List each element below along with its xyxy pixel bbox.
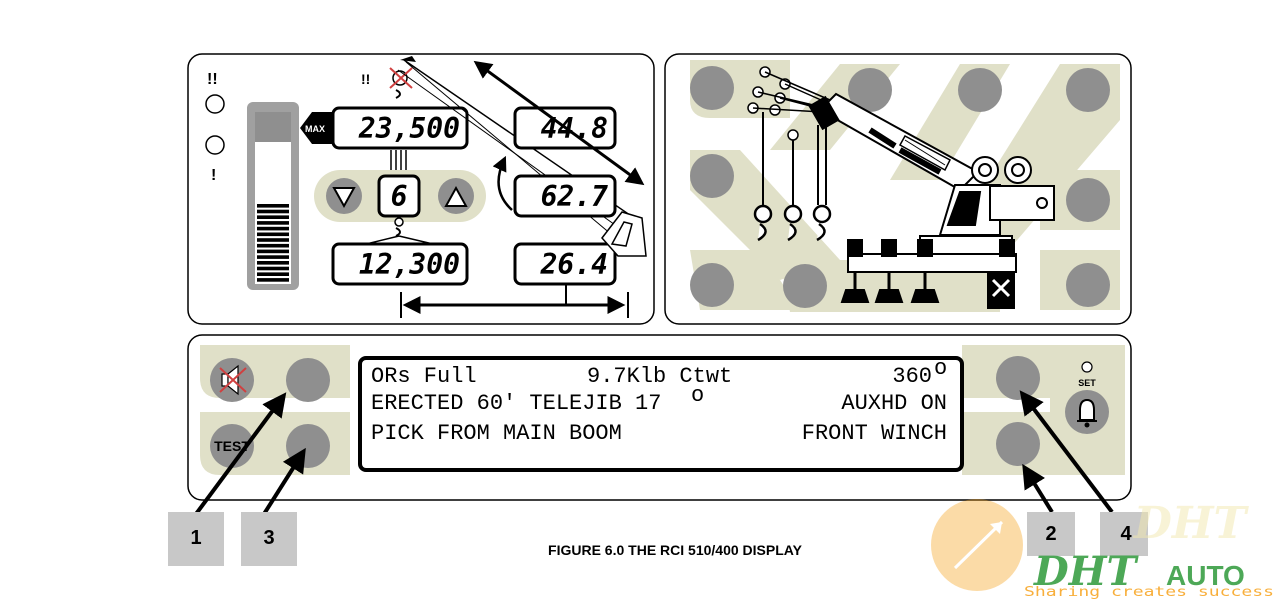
bar-segment bbox=[257, 243, 289, 248]
watermark-brand: DHT bbox=[1132, 498, 1250, 549]
set-label: SET bbox=[1078, 378, 1096, 388]
lcd-line2-right: AUXHD ON bbox=[841, 391, 947, 416]
lcd-line2-left-sup: o bbox=[691, 383, 704, 408]
double-alarm-icon: !! bbox=[207, 71, 218, 88]
callout-box-1 bbox=[168, 512, 224, 566]
function-button-2[interactable] bbox=[996, 422, 1040, 466]
red-lamp-icon bbox=[205, 94, 225, 114]
boom-angle-display bbox=[513, 174, 617, 218]
watermark-tagline: Sharing creates success bbox=[1024, 585, 1274, 600]
svg-text:!!: !! bbox=[361, 71, 370, 87]
boom-length-value: 26.4 bbox=[540, 248, 608, 281]
bar-segment bbox=[257, 272, 289, 276]
bar-segment bbox=[257, 261, 289, 265]
lcd-line1-right: 360 bbox=[892, 364, 932, 389]
watermark-brand-suffix: AUTO bbox=[1166, 560, 1245, 591]
load-moment-panel: !! ! MAX 23,500 !! 4 bbox=[187, 53, 655, 325]
up-triangle-icon bbox=[444, 185, 468, 207]
speaker-muted-icon bbox=[219, 364, 247, 396]
bar-segment bbox=[257, 266, 289, 271]
function-button-4[interactable] bbox=[996, 356, 1040, 400]
function-button-3[interactable] bbox=[286, 424, 330, 468]
max-load-value: 23,500 bbox=[358, 112, 460, 145]
boom-angle-value: 62.7 bbox=[541, 180, 609, 213]
cab-icon bbox=[601, 211, 647, 257]
max-arrow-icon bbox=[300, 112, 332, 144]
function-button-1[interactable] bbox=[286, 358, 330, 402]
lcd-line1-mid: 9.7Klb Ctwt bbox=[587, 364, 732, 389]
bar-segment bbox=[257, 215, 289, 219]
parts-of-line-value: 6 bbox=[391, 180, 408, 213]
single-alarm-icon: ! bbox=[211, 167, 216, 184]
figure-caption: FIGURE 6.0 THE RCI 510/400 DISPLAY bbox=[548, 542, 803, 558]
callout-label-3: 3 bbox=[263, 527, 274, 549]
lcd-line1-left: ORs Full bbox=[371, 364, 477, 389]
lcd-line3-left: PICK FROM MAIN BOOM bbox=[371, 421, 622, 446]
lcd-line1-right-sup: o bbox=[934, 356, 947, 381]
angle-arrow bbox=[492, 155, 513, 211]
watermark-brand-main: DHT bbox=[1033, 548, 1139, 595]
lcd-line3-right: FRONT WINCH bbox=[802, 421, 947, 446]
bar-segment bbox=[257, 278, 289, 282]
bar-segment bbox=[257, 204, 289, 208]
callout-label-1: 1 bbox=[190, 527, 201, 549]
bar-segment bbox=[257, 209, 289, 214]
bell-icon bbox=[1077, 398, 1097, 428]
max-label: MAX bbox=[305, 124, 325, 134]
selector-buttons bbox=[690, 66, 1110, 308]
bar-segment bbox=[257, 226, 289, 231]
parts-of-line-display bbox=[377, 174, 421, 218]
down-triangle-icon bbox=[332, 187, 356, 209]
callout-arrows bbox=[194, 390, 1114, 516]
bar-segment bbox=[257, 249, 289, 254]
load-bar-graph bbox=[247, 102, 299, 290]
parts-of-line-control: 6 bbox=[314, 170, 486, 222]
bar-segment bbox=[257, 221, 289, 225]
set-lamp-icon bbox=[1081, 361, 1093, 373]
bar-segment bbox=[257, 238, 289, 242]
bar-segment bbox=[257, 232, 289, 237]
watermark-logo: DHT DHT AUTO Sharing creates success bbox=[931, 498, 1274, 600]
callout-box-2 bbox=[1027, 512, 1075, 556]
lcd-screen bbox=[358, 356, 964, 472]
bar-segment bbox=[257, 255, 289, 259]
lcd-control-panel: TEST ORs Full 9.7Klb Ctwt 360 o ERECTED … bbox=[187, 334, 1132, 501]
max-load-display bbox=[331, 106, 469, 150]
actual-load-display bbox=[331, 242, 469, 286]
test-button[interactable] bbox=[210, 424, 254, 468]
callout-label-4: 4 bbox=[1120, 523, 1132, 545]
radius-arrow bbox=[473, 60, 645, 186]
callout-boxes: 1 3 2 4 bbox=[168, 512, 1148, 566]
callout-label-2: 2 bbox=[1045, 523, 1056, 545]
callout-box-3 bbox=[241, 512, 297, 566]
crane-icon bbox=[747, 66, 1055, 309]
callout-box-4 bbox=[1100, 512, 1148, 556]
lcd-line2-left: ERECTED 60' TELEJIB 17 bbox=[371, 391, 661, 416]
actual-load-value: 12,300 bbox=[359, 248, 460, 281]
configuration-panel bbox=[664, 53, 1132, 325]
yellow-lamp-icon bbox=[205, 135, 225, 155]
